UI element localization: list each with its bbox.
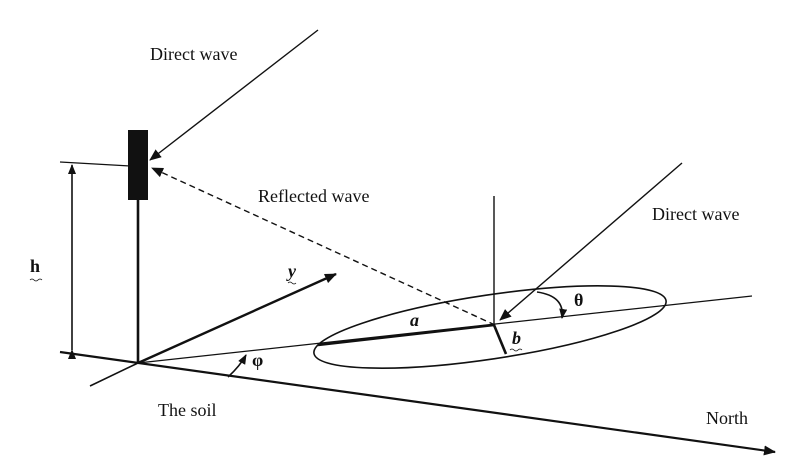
reflected-wave-line xyxy=(151,167,496,326)
antenna-element xyxy=(128,130,148,200)
direct-wave-label-right: Direct wave xyxy=(652,204,739,224)
phi-angle-arc xyxy=(227,354,247,378)
semi-axis-b-label-squiggle xyxy=(509,348,523,352)
direct-wave-antenna-arrow xyxy=(149,29,319,161)
y-axis xyxy=(137,272,337,365)
phi-label: φ xyxy=(252,350,263,370)
north-axis xyxy=(59,350,776,456)
height-reference-line xyxy=(59,161,131,167)
semi-axis-a-label: a xyxy=(410,310,419,330)
direct-wave-surface-arrow xyxy=(499,162,683,321)
semi-axis-b-label: b xyxy=(512,328,521,348)
y-axis-label: y xyxy=(286,261,297,281)
y-axis-label-squiggle xyxy=(287,281,297,285)
semi-axis-a-line xyxy=(317,323,495,347)
theta-label: θ xyxy=(574,290,583,310)
ground-back-line xyxy=(89,362,139,387)
theta-angle-arc xyxy=(536,291,568,319)
soil-label: The soil xyxy=(158,400,217,420)
direct-wave-label-top: Direct wave xyxy=(150,44,237,64)
fresnel-ellipse xyxy=(313,285,667,369)
semi-axis-b-line xyxy=(492,324,508,355)
reflected-wave-label: Reflected wave xyxy=(258,186,369,206)
north-label: North xyxy=(706,408,748,428)
height-label: h xyxy=(30,256,40,276)
height-label-squiggle xyxy=(29,278,43,282)
